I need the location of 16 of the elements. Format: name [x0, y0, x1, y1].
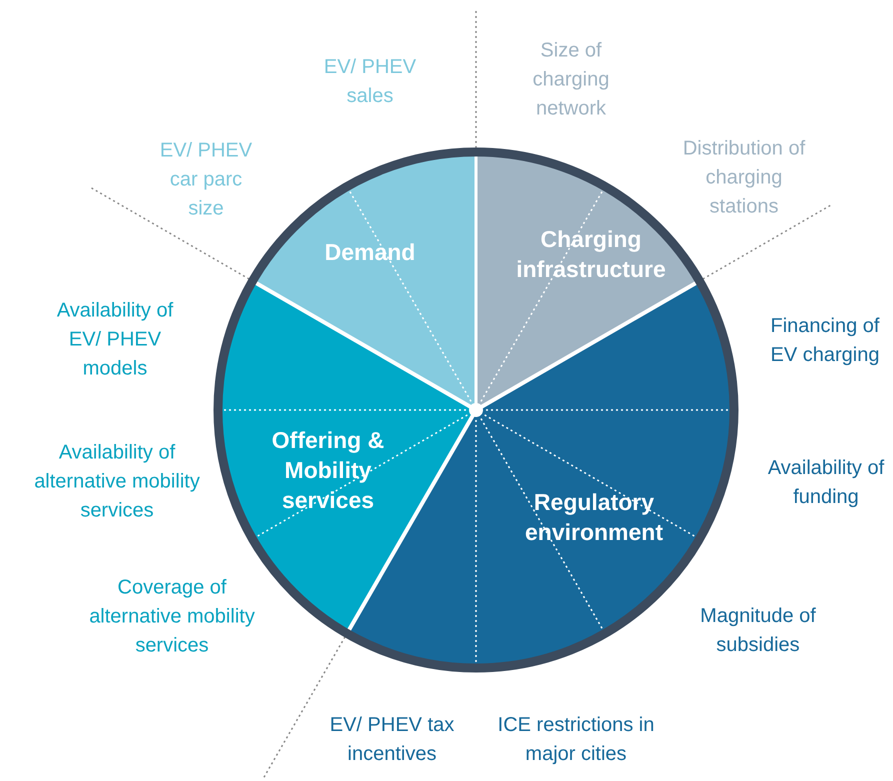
segment-label: Coverage of alternative mobility services — [88, 576, 256, 658]
segment-label: EV/ PHEV car parc size — [158, 138, 254, 222]
segment-label: Magnitude of subsidies — [699, 604, 817, 658]
sector-title: Regulatory environment — [524, 488, 664, 547]
segment-label: Availability of alternative mobility services — [33, 440, 201, 524]
segment-label: Size of charging network — [532, 38, 610, 122]
segment-label: Availability of EV/ PHEV models — [56, 298, 174, 382]
sector-title: Demand — [324, 238, 416, 267]
segment-label: Financing of EV charging — [770, 314, 880, 368]
segment-label: Availability of funding — [766, 456, 886, 510]
segment-label: EV/ PHEV sales — [322, 55, 418, 109]
sector-title: Offering & Mobility services — [270, 426, 386, 515]
sector-title: Charging infrastructure — [515, 225, 667, 284]
segment-label: ICE restrictions in major cities — [496, 713, 656, 767]
segment-label: EV/ PHEV tax incentives — [328, 713, 456, 767]
segment-label: Distribution of charging stations — [682, 136, 806, 220]
